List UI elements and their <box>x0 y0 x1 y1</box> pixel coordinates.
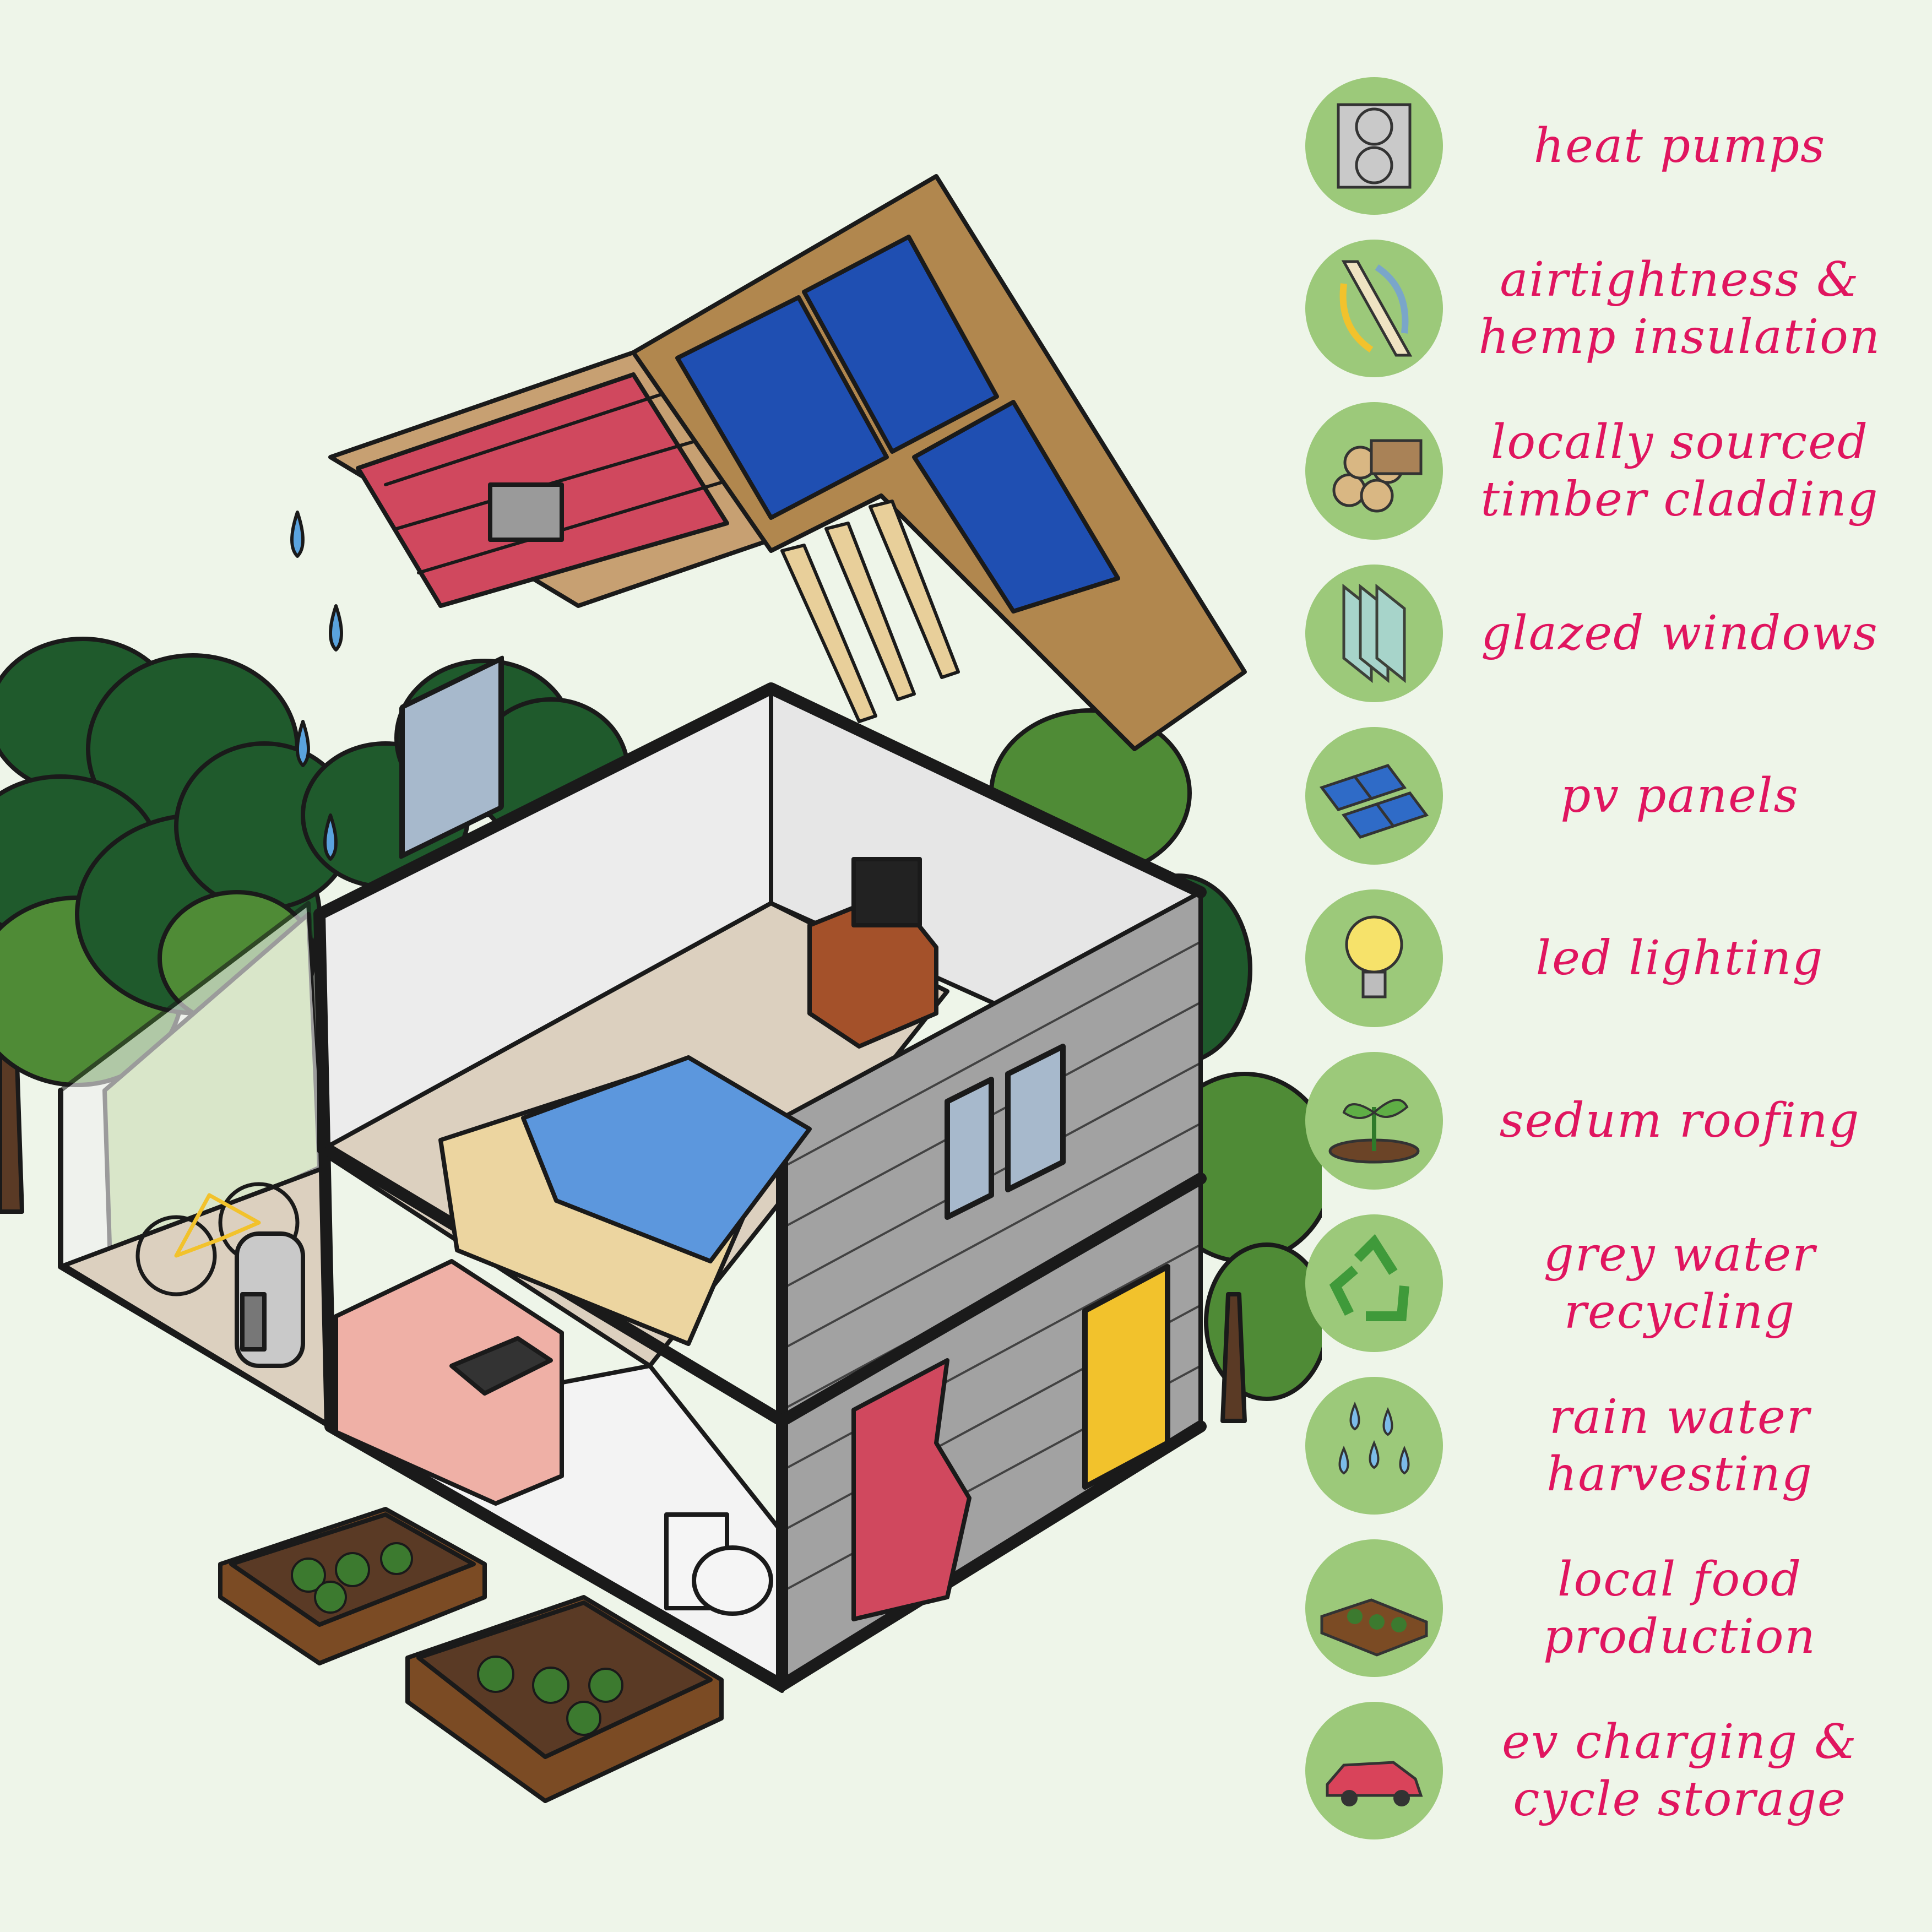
features-legend: heat pumps airtightness &hemp insulation… <box>1300 66 1906 1884</box>
legend-item-heat-pumps: heat pumps <box>1300 72 1906 215</box>
house-cutaway-illustration <box>0 174 1322 1803</box>
seedling-icon <box>1328 1099 1420 1164</box>
raised-bed-icon <box>1320 1598 1428 1657</box>
toilet <box>664 1512 773 1616</box>
legend-item-led-lighting: led lighting <box>1300 884 1906 1027</box>
timber-logs-icon <box>1332 439 1423 513</box>
raindrops-icon <box>1338 1401 1410 1475</box>
house-cutaway <box>313 655 1207 1693</box>
legend-item-sedum-roofing: sedum roofing <box>1300 1046 1906 1190</box>
raised-beds <box>218 1507 724 1803</box>
kitchen-unit <box>334 1259 564 1506</box>
legend-item-ev-charging: ev charging &cycle storage <box>1300 1696 1906 1839</box>
glazed-window-icon <box>1342 583 1406 683</box>
rain-drops <box>290 511 343 861</box>
recycle-icon <box>1329 1234 1409 1321</box>
heat-pump-icon <box>1337 103 1412 189</box>
legend-item-airtightness: airtightness &hemp insulation <box>1300 234 1906 377</box>
legend-item-pv-panels: pv panels <box>1300 721 1906 865</box>
legend-item-glazed-windows: glazed windows <box>1300 559 1906 702</box>
electric-car-icon <box>1326 1761 1423 1806</box>
tv-cabinet <box>807 857 938 1049</box>
airflow-insulation-icon <box>1339 260 1413 357</box>
solar-panels-icon <box>1319 764 1429 839</box>
front-door <box>1082 1264 1170 1490</box>
water-tank <box>235 1231 305 1368</box>
storage-annex <box>58 901 333 1429</box>
bed <box>438 1055 812 1346</box>
light-bulb-icon <box>1345 915 1403 998</box>
exploded-roof <box>328 174 1247 751</box>
